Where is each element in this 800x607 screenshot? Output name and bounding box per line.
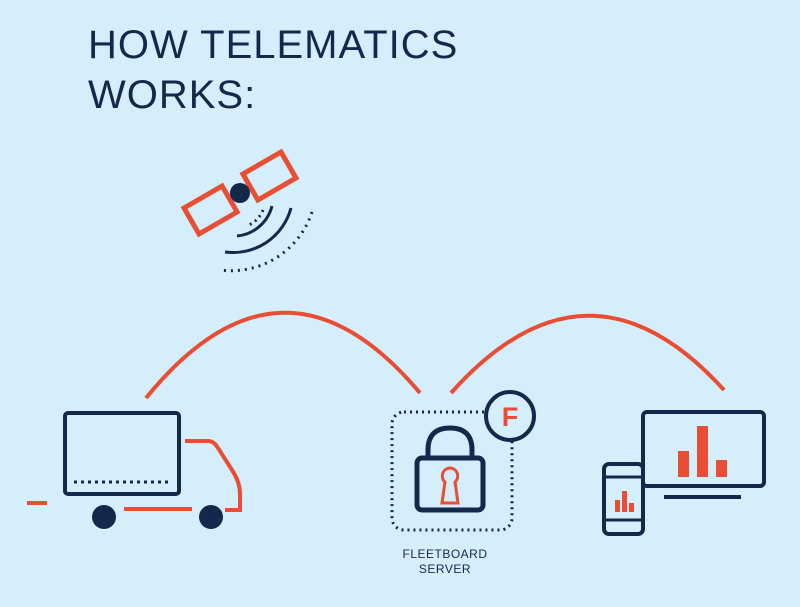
badge-circle	[484, 390, 536, 442]
phone-bar-1	[615, 500, 620, 512]
phone-bar-2	[622, 491, 627, 512]
signal-wave-1	[248, 209, 265, 227]
fleetboard-server: F	[390, 390, 536, 532]
padlock-shackle	[425, 425, 475, 458]
satellite-left-panel	[180, 182, 241, 238]
monitor-icon	[641, 410, 766, 499]
badge-letter: F	[502, 402, 519, 432]
satellite-right-panel	[239, 148, 300, 204]
monitor-bar-3	[716, 460, 727, 477]
satellite-body	[230, 183, 250, 203]
padlock-icon	[414, 425, 486, 513]
signal-wave-4	[219, 211, 314, 273]
page-title-line-1: HOW TELEMATICS	[88, 23, 459, 67]
page-title: HOW TELEMATICS WORKS:	[88, 20, 458, 120]
server-dotted-frame	[390, 410, 514, 532]
padlock-keyhole	[440, 466, 460, 505]
server-label-line-1: FLEETBOARD	[402, 547, 488, 561]
truck-cargo-box	[63, 411, 181, 496]
phone-bar-3	[629, 503, 634, 512]
padlock-body	[414, 455, 486, 513]
truck-rear-wheel	[92, 505, 116, 529]
smartphone-icon	[602, 462, 645, 536]
truck-icon	[27, 411, 242, 529]
monitor-screen	[641, 410, 766, 488]
server-to-devices-arc	[449, 313, 726, 395]
page-title-line-2: WORKS:	[88, 73, 257, 117]
truck-cab	[185, 439, 242, 512]
fleetboard-badge: F	[484, 390, 536, 442]
server-label-line-2: SERVER	[418, 562, 472, 576]
satellite-icon	[180, 148, 314, 273]
monitor-bar-2	[697, 426, 708, 477]
truck-to-server-arc	[144, 310, 422, 400]
monitor-bar-1	[678, 451, 689, 477]
signal-wave-3	[224, 207, 293, 255]
server-label: FLEETBOARD SERVER	[380, 547, 510, 577]
truck-front-wheel	[199, 505, 223, 529]
signal-wave-2	[236, 205, 274, 238]
